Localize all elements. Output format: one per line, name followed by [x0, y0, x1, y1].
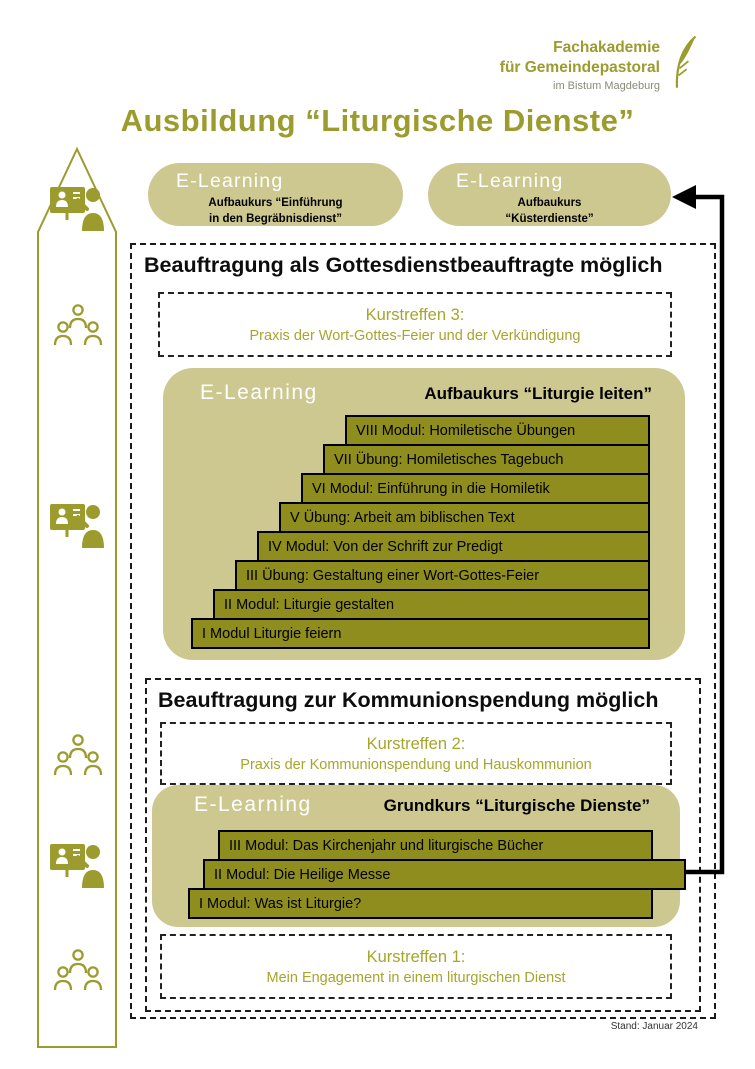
logo-line-3: im Bistum Magdeburg [553, 79, 660, 92]
module-bar: I Modul: Was ist Liturgie? [188, 888, 653, 919]
kurstreffen-1-title: Kurstreffen 1: [366, 947, 466, 966]
pill-course-text: Aufbaukurs “Einführung in den Begräbnisd… [148, 195, 403, 227]
pill-course-line-2: in den Begräbnisdienst” [209, 213, 342, 226]
logo-text: Fachakademie für Gemeindepastoral im Bis… [500, 38, 660, 93]
aufbaukurs-course-title: Aufbaukurs “Liturgie leiten” [424, 384, 652, 403]
grundkurs-course-title: Grundkurs “Liturgische Dienste” [383, 796, 650, 815]
logo-line-2: für Gemeindepastoral [499, 58, 660, 76]
timeline-arrow [36, 146, 118, 1055]
pill-course-line-2: “Küsterdienste” [505, 213, 594, 226]
module-bar: VIII Modul: Homiletische Übungen [345, 415, 650, 446]
presenter-screen-icon [49, 183, 107, 236]
group-icon [52, 733, 104, 782]
logo: Fachakademie für Gemeindepastoral im Bis… [500, 32, 699, 99]
presenter-screen-icon [49, 500, 107, 553]
pill-course-line-1: Aufbaukurs “Einführung [208, 197, 343, 209]
elearning-pill-kuesterdienste: E-Learning Aufbaukurs “Küsterdienste” [428, 163, 671, 226]
elearning-aufbaukurs-box: E-Learning Aufbaukurs “Liturgie leiten” … [163, 368, 685, 660]
module-bar: VI Modul: Einführung in die Homiletik [301, 473, 650, 504]
kurstreffen-2-box: Kurstreffen 2: Praxis der Kommunionspend… [160, 722, 672, 785]
module-bar: III Modul: Das Kirchenjahr und liturgisc… [218, 830, 653, 861]
elearning-pill-begraebnisdienst: E-Learning Aufbaukurs “Einführung in den… [148, 163, 403, 226]
module-bar: III Übung: Gestaltung einer Wort-Gottes-… [235, 560, 650, 591]
module-bar: I Modul Liturgie feiern [191, 618, 650, 649]
kurstreffen-3-title: Kurstreffen 3: [365, 305, 465, 324]
pill-course-line-1: Aufbaukurs [517, 197, 582, 209]
kommunion-section-heading: Beauftragung zur Kommunionspendung mögli… [158, 688, 659, 712]
presenter-screen-icon [49, 840, 107, 893]
module-bar: II Modul: Die Heilige Messe [203, 859, 686, 890]
feather-icon [669, 32, 699, 99]
elearning-label: E-Learning [456, 170, 564, 192]
elearning-label: E-Learning [194, 793, 312, 816]
grundkurs-module-staircase: III Modul: Das Kirchenjahr und liturgisc… [188, 830, 686, 919]
module-bar: VII Übung: Homiletisches Tagebuch [323, 444, 650, 475]
stand-date: Stand: Januar 2024 [610, 1021, 698, 1032]
module-bar: V Übung: Arbeit am biblischen Text [279, 502, 650, 533]
elearning-grundkurs-box: E-Learning Grundkurs “Liturgische Dienst… [152, 785, 686, 927]
kurstreffen-3-box: Kurstreffen 3: Praxis der Wort-Gottes-Fe… [158, 292, 672, 357]
elearning-label: E-Learning [200, 381, 318, 404]
module-bar: II Modul: Liturgie gestalten [213, 589, 650, 620]
kurstreffen-2-title: Kurstreffen 2: [366, 734, 466, 753]
kurstreffen-3-subtitle: Praxis der Wort-Gottes-Feier und der Ver… [249, 327, 581, 344]
page-title: Ausbildung “Liturgische Dienste” [120, 103, 635, 138]
elearning-label: E-Learning [176, 170, 284, 192]
module-bar: IV Modul: Von der Schrift zur Predigt [257, 531, 650, 562]
group-icon [52, 303, 104, 352]
kurstreffen-1-subtitle: Mein Engagement in einem liturgischen Di… [266, 969, 566, 986]
gottesdienst-section-heading: Beauftragung als Gottesdienstbeauftragte… [144, 253, 663, 277]
kurstreffen-2-subtitle: Praxis der Kommunionspendung und Hauskom… [240, 756, 592, 773]
logo-line-1: Fachakademie [553, 39, 660, 57]
pill-course-text: Aufbaukurs “Küsterdienste” [428, 195, 671, 227]
kurstreffen-1-box: Kurstreffen 1: Mein Engagement in einem … [160, 934, 672, 999]
group-icon [52, 948, 104, 997]
